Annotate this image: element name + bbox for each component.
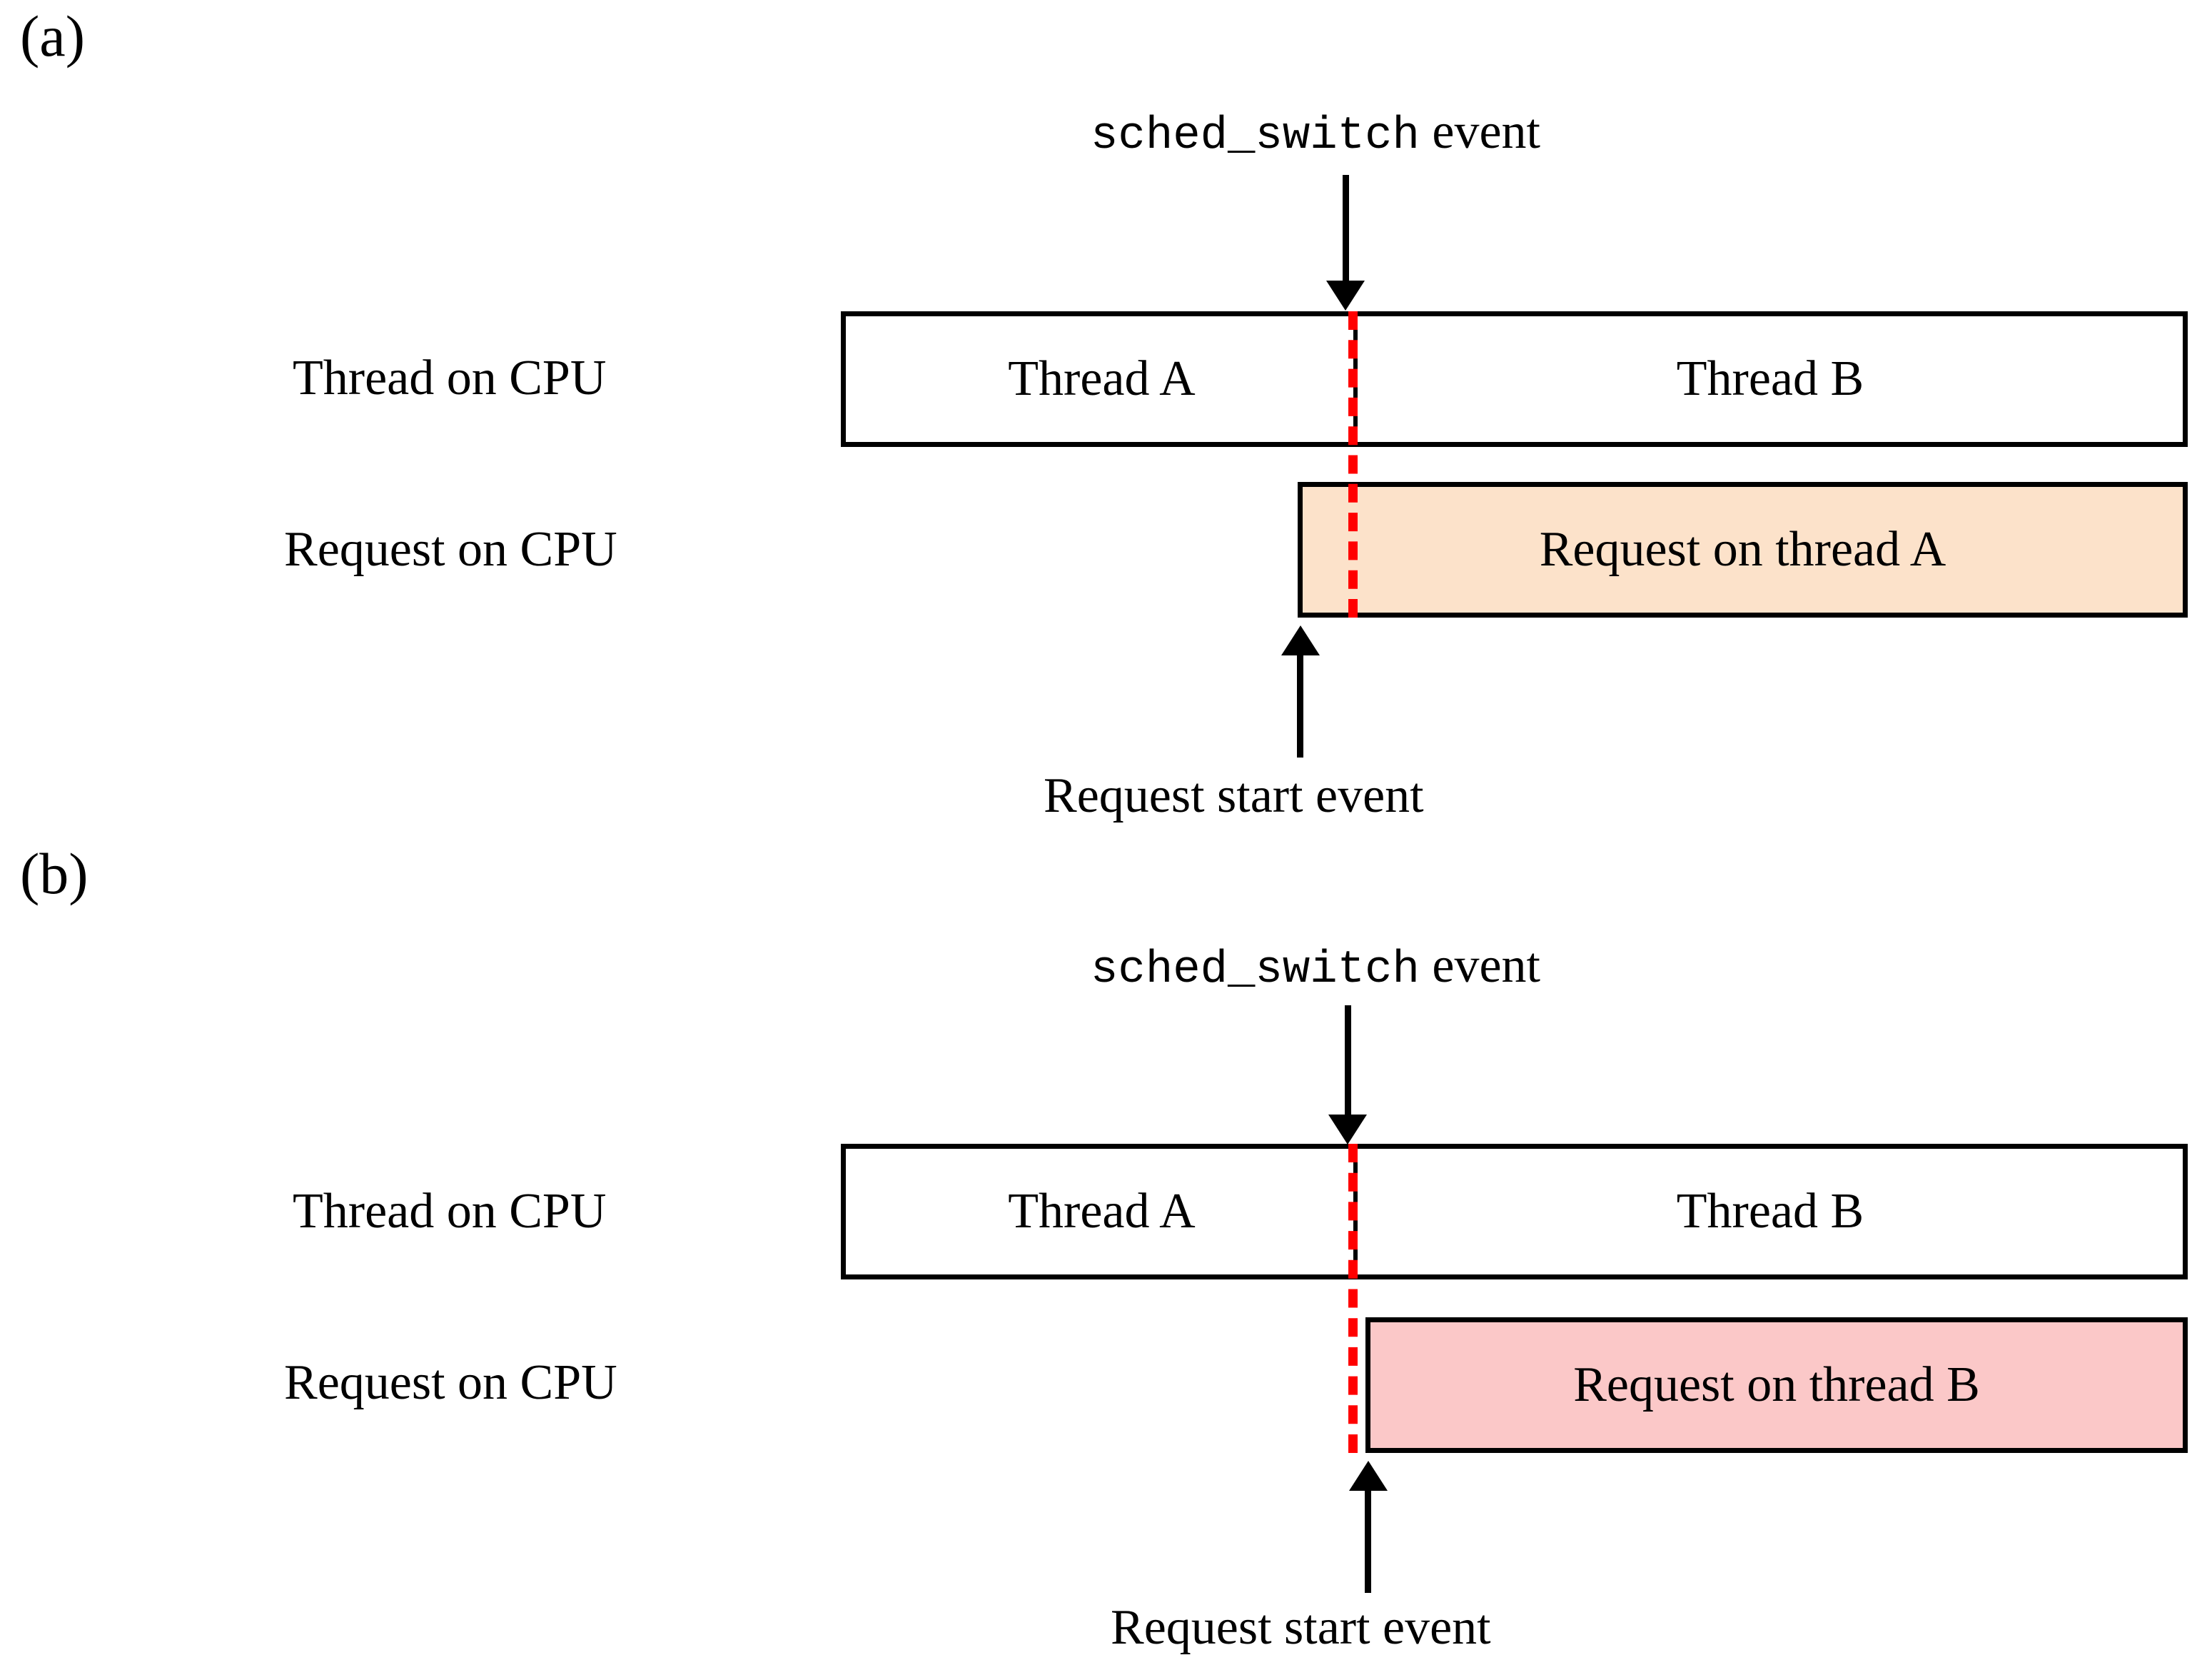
thread-timeline-box-b: Thread A Thread B — [841, 1144, 2188, 1279]
request-box-label-a: Request on thread A — [1539, 522, 1946, 577]
row-label-thread-on-cpu-b: Thread on CPU — [293, 1184, 607, 1239]
row-label-request-on-cpu-b: Request on CPU — [284, 1355, 617, 1410]
sched-switch-event-label-a: sched_switch event — [1091, 104, 1540, 162]
sched-switch-marker-line-a — [1348, 311, 1358, 618]
thread-segment-b2: Thread B — [1676, 1184, 1864, 1239]
row-label-request-on-cpu-a: Request on CPU — [284, 522, 617, 577]
request-start-event-label-b: Request start event — [1111, 1600, 1491, 1655]
request-box-label-b: Request on thread B — [1573, 1357, 1980, 1412]
thread-segment-a1: Thread A — [1008, 351, 1196, 406]
request-start-arrow-head-a — [1281, 625, 1320, 655]
sched-switch-event-label-b: sched_switch event — [1091, 938, 1540, 996]
row-label-thread-on-cpu-a: Thread on CPU — [293, 351, 607, 406]
request-start-event-label-a: Request start event — [1044, 768, 1424, 823]
sched-switch-arrow-shaft-b — [1345, 1005, 1351, 1116]
request-box-a: Request on thread A — [1298, 482, 2188, 618]
panel-letter-b: (b) — [20, 841, 89, 906]
thread-segment-b1: Thread A — [1008, 1184, 1196, 1239]
thread-segment-a2: Thread B — [1676, 351, 1864, 406]
sched-switch-mono-text: sched_switch — [1091, 111, 1420, 162]
sched-switch-event-suffix: event — [1419, 104, 1540, 159]
thread-timeline-box-a: Thread A Thread B — [841, 311, 2188, 447]
sched-switch-arrow-head-b — [1328, 1115, 1367, 1145]
request-box-b: Request on thread B — [1365, 1317, 2188, 1453]
sched-switch-marker-line-b — [1348, 1144, 1358, 1453]
request-start-arrow-shaft-b — [1365, 1489, 1371, 1593]
sched-switch-arrow-head-a — [1326, 281, 1365, 311]
panel-letter-a: (a) — [20, 4, 86, 69]
sched-switch-event-suffix: event — [1419, 938, 1540, 993]
sched-switch-arrow-shaft-a — [1343, 175, 1349, 282]
request-start-arrow-head-b — [1349, 1461, 1388, 1491]
request-start-arrow-shaft-a — [1297, 654, 1303, 758]
sched-switch-mono-text: sched_switch — [1091, 945, 1420, 996]
